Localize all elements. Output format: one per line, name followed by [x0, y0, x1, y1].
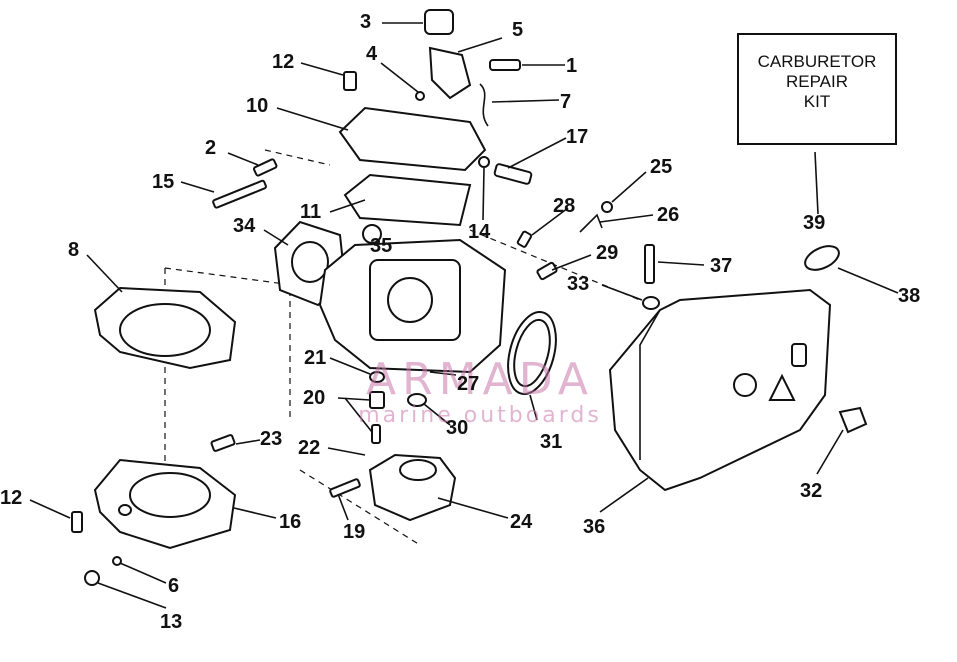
gasket-21 — [369, 371, 385, 383]
fitting-5 — [428, 46, 472, 100]
screw-17 — [493, 163, 533, 185]
repair-kit-box — [737, 33, 897, 145]
callout-1: 1 — [566, 55, 578, 77]
callout-16: 16 — [279, 511, 302, 533]
callout-10: 10 — [246, 95, 269, 117]
leader-lines — [29, 22, 899, 609]
screw-23 — [210, 434, 236, 452]
screw-25 — [601, 201, 613, 213]
gasket-34-hole — [291, 241, 329, 283]
callout-12-bottom: 12 — [0, 487, 23, 509]
callout-30: 30 — [446, 417, 469, 439]
callout-20: 20 — [303, 387, 326, 409]
screw-12-upper — [343, 71, 357, 91]
screw-13 — [84, 570, 100, 586]
callout-38: 38 — [898, 285, 921, 307]
gasket-8-hole — [119, 303, 211, 357]
callout-5: 5 — [512, 19, 524, 41]
spring-7 — [479, 83, 489, 127]
flange-16-hole — [118, 504, 132, 516]
callout-15: 15 — [152, 171, 175, 193]
callout-19: 19 — [343, 521, 366, 543]
silencer-36-edge — [639, 309, 661, 460]
callout-25: 25 — [650, 156, 673, 178]
kit-line-2: REPAIR — [785, 72, 849, 91]
callout-37: 37 — [710, 255, 733, 277]
clamp-38 — [804, 245, 840, 271]
callout-28: 28 — [553, 195, 576, 217]
watermark-brand: ARMADA — [366, 354, 594, 405]
washer-33 — [642, 296, 660, 310]
gasket-11 — [343, 173, 472, 227]
callout-24: 24 — [510, 511, 533, 533]
washer-6 — [112, 556, 122, 566]
screw-1 — [489, 59, 521, 71]
alignment-line — [164, 267, 331, 291]
callout-26: 26 — [657, 204, 680, 226]
silencer-36-latch — [791, 343, 807, 367]
alignment-line — [299, 469, 421, 546]
callout-17: 17 — [566, 126, 589, 148]
callout-33: 33 — [567, 273, 590, 295]
callout-2: 2 — [205, 137, 217, 159]
callout-23: 23 — [260, 428, 283, 450]
callout-32: 32 — [800, 480, 823, 502]
screw-37 — [644, 244, 655, 284]
warning-triangle-icon — [768, 373, 796, 401]
plug-28 — [516, 230, 533, 248]
screw-12-lower — [71, 511, 83, 533]
callout-3: 3 — [360, 11, 372, 33]
callout-36: 36 — [583, 516, 606, 538]
callout-34: 34 — [233, 215, 256, 237]
alignment-line — [264, 149, 331, 166]
oring-31-inner — [513, 318, 551, 388]
callout-29: 29 — [596, 242, 619, 264]
callout-13: 13 — [160, 611, 183, 633]
callout-12-top: 12 — [272, 51, 295, 73]
spring-2 — [252, 158, 278, 177]
callout-21: 21 — [304, 347, 327, 369]
repair-kit-label: CARBURETOR REPAIR KIT — [737, 52, 897, 112]
callout-8: 8 — [68, 239, 80, 261]
cover-10 — [338, 106, 487, 172]
screw-15 — [212, 179, 267, 209]
watermark: ARMADA marine outboards — [330, 356, 630, 428]
fitting-29 — [536, 261, 558, 281]
kit-line-1: CARBURETOR — [757, 52, 877, 71]
kit-line-3: KIT — [803, 92, 831, 111]
flange-16-bore — [129, 472, 211, 518]
ball-4 — [415, 91, 425, 101]
callout-39: 39 — [803, 212, 826, 234]
float-24-top — [399, 459, 437, 481]
callout-4: 4 — [366, 43, 378, 65]
needle-22 — [371, 424, 381, 444]
callout-31: 31 — [540, 431, 563, 453]
silencer-36-knob — [733, 373, 757, 397]
plug-35 — [362, 224, 382, 244]
callout-35: 35 — [370, 235, 393, 257]
silencer-36 — [608, 288, 832, 492]
carburetor-bore — [387, 277, 433, 323]
callout-6: 6 — [168, 575, 180, 597]
callout-11: 11 — [300, 201, 322, 223]
plug-32 — [838, 406, 868, 434]
gasket-30 — [407, 393, 427, 407]
pin-19 — [329, 478, 361, 498]
callout-27: 27 — [457, 373, 480, 395]
callout-7: 7 — [560, 91, 572, 113]
watermark-tagline: marine outboards — [358, 403, 602, 428]
callout-14: 14 — [468, 221, 491, 243]
oring-14 — [478, 156, 490, 168]
clip-26 — [579, 213, 603, 233]
cap-3 — [424, 9, 454, 35]
callout-22: 22 — [298, 437, 321, 459]
